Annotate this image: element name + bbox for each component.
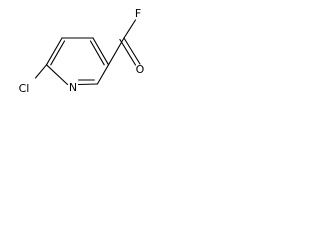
bond-c5-c6	[96, 64, 110, 85]
bond-acyl-o-double	[119, 38, 137, 66]
bond-c2-c3-inner	[50, 40, 66, 66]
bond-n1-c2	[45, 64, 69, 86]
bond-c6-n1	[77, 83, 98, 86]
atom-label-fluorine: F	[135, 7, 141, 20]
bond-c2-c3	[45, 37, 63, 66]
atom-label-chlorine: Cl	[19, 82, 30, 95]
atom-label-nitrogen: N	[69, 81, 77, 94]
bond-c4-c5	[92, 37, 110, 66]
bond-acyl-f	[123, 19, 137, 39]
bond-c4-c5-inner	[89, 40, 105, 66]
bond-acyl-o	[123, 37, 141, 65]
bond-c2-cl	[34, 64, 48, 79]
atom-label-oxygen: O	[136, 63, 145, 76]
molecule-structure: Cl N O F	[19, 7, 145, 95]
